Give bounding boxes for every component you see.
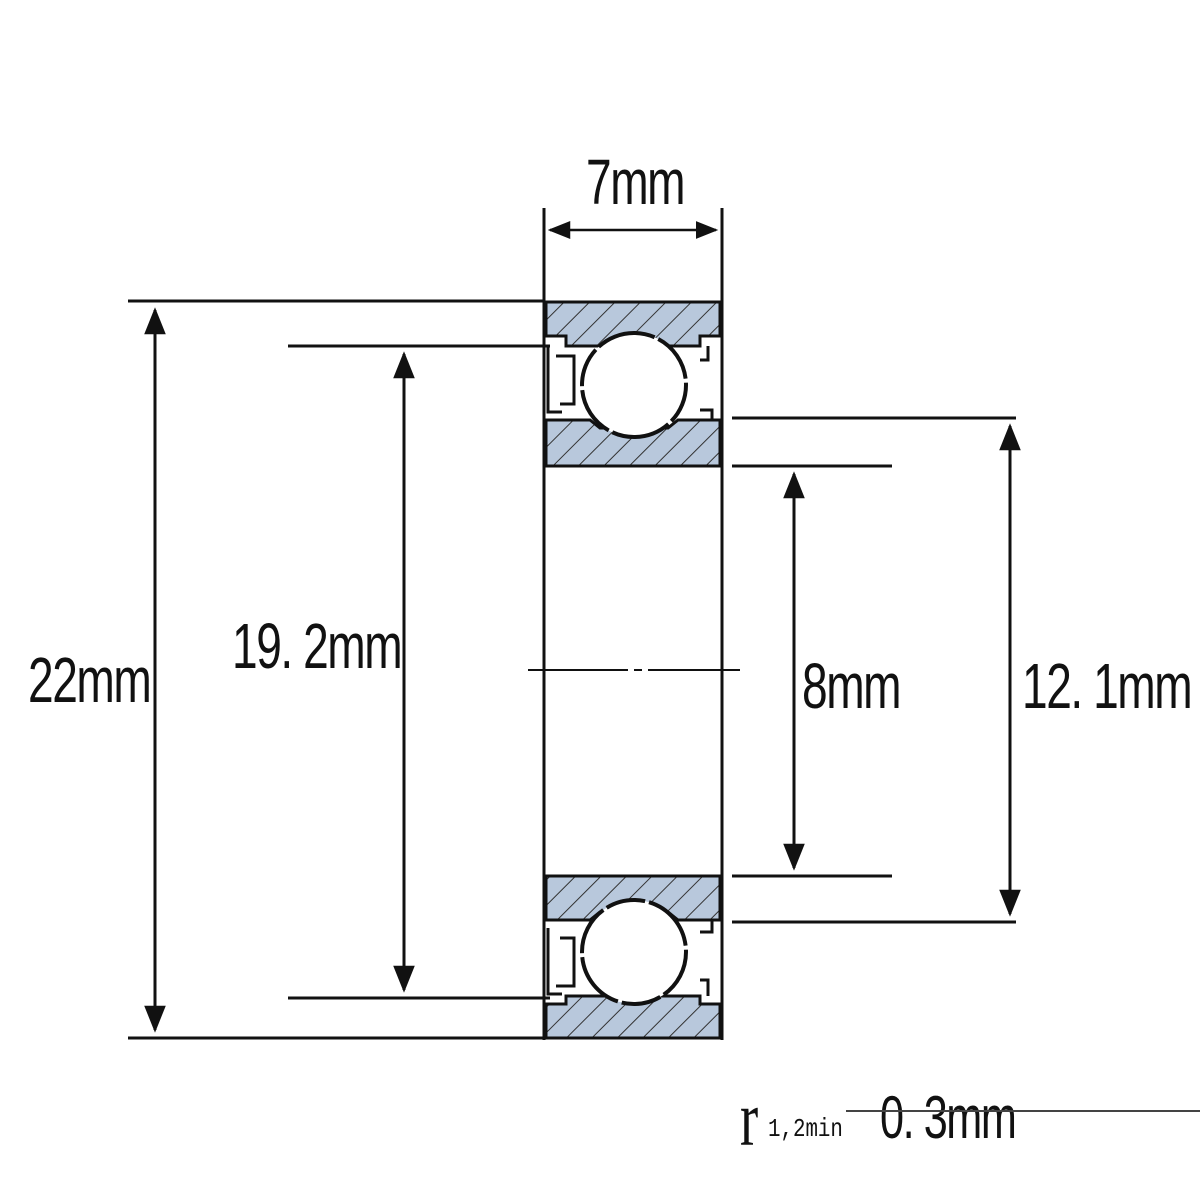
chamfer-symbol: r xyxy=(740,1080,759,1160)
bottom-seal-right xyxy=(700,920,714,996)
outer-diameter-dimension xyxy=(128,299,544,1040)
bore-diameter-label: 8mm xyxy=(802,650,902,722)
bore-dimension xyxy=(732,464,892,878)
bottom-section xyxy=(544,874,722,1040)
bottom-ball xyxy=(580,898,688,1006)
bottom-seal xyxy=(546,928,576,996)
bearing-body xyxy=(528,300,740,1040)
width-dimension xyxy=(542,208,724,300)
outer-shoulder-label: 19. 2mm xyxy=(232,610,403,682)
inner-shoulder-label: 12. 1mm xyxy=(1022,650,1193,722)
top-inner-ring xyxy=(544,418,722,468)
chamfer-value: 0. 3mm xyxy=(880,1084,1017,1151)
width-label: 7mm xyxy=(586,146,686,218)
top-seal-right xyxy=(700,346,714,420)
inner-shoulder-dimension xyxy=(732,416,1021,924)
outer-diameter-label: 22mm xyxy=(28,644,152,716)
outer-shoulder-dimension xyxy=(288,344,550,1000)
top-seal xyxy=(546,346,576,414)
top-ball xyxy=(580,331,688,439)
top-outer-ring xyxy=(544,300,722,348)
top-section xyxy=(544,300,722,468)
chamfer-subscript: 1,2min xyxy=(768,1114,843,1144)
bottom-outer-ring xyxy=(544,994,722,1040)
chamfer-underline xyxy=(846,1110,1200,1112)
chamfer-note: r 1,2min 0. 3mm xyxy=(740,1080,1200,1160)
